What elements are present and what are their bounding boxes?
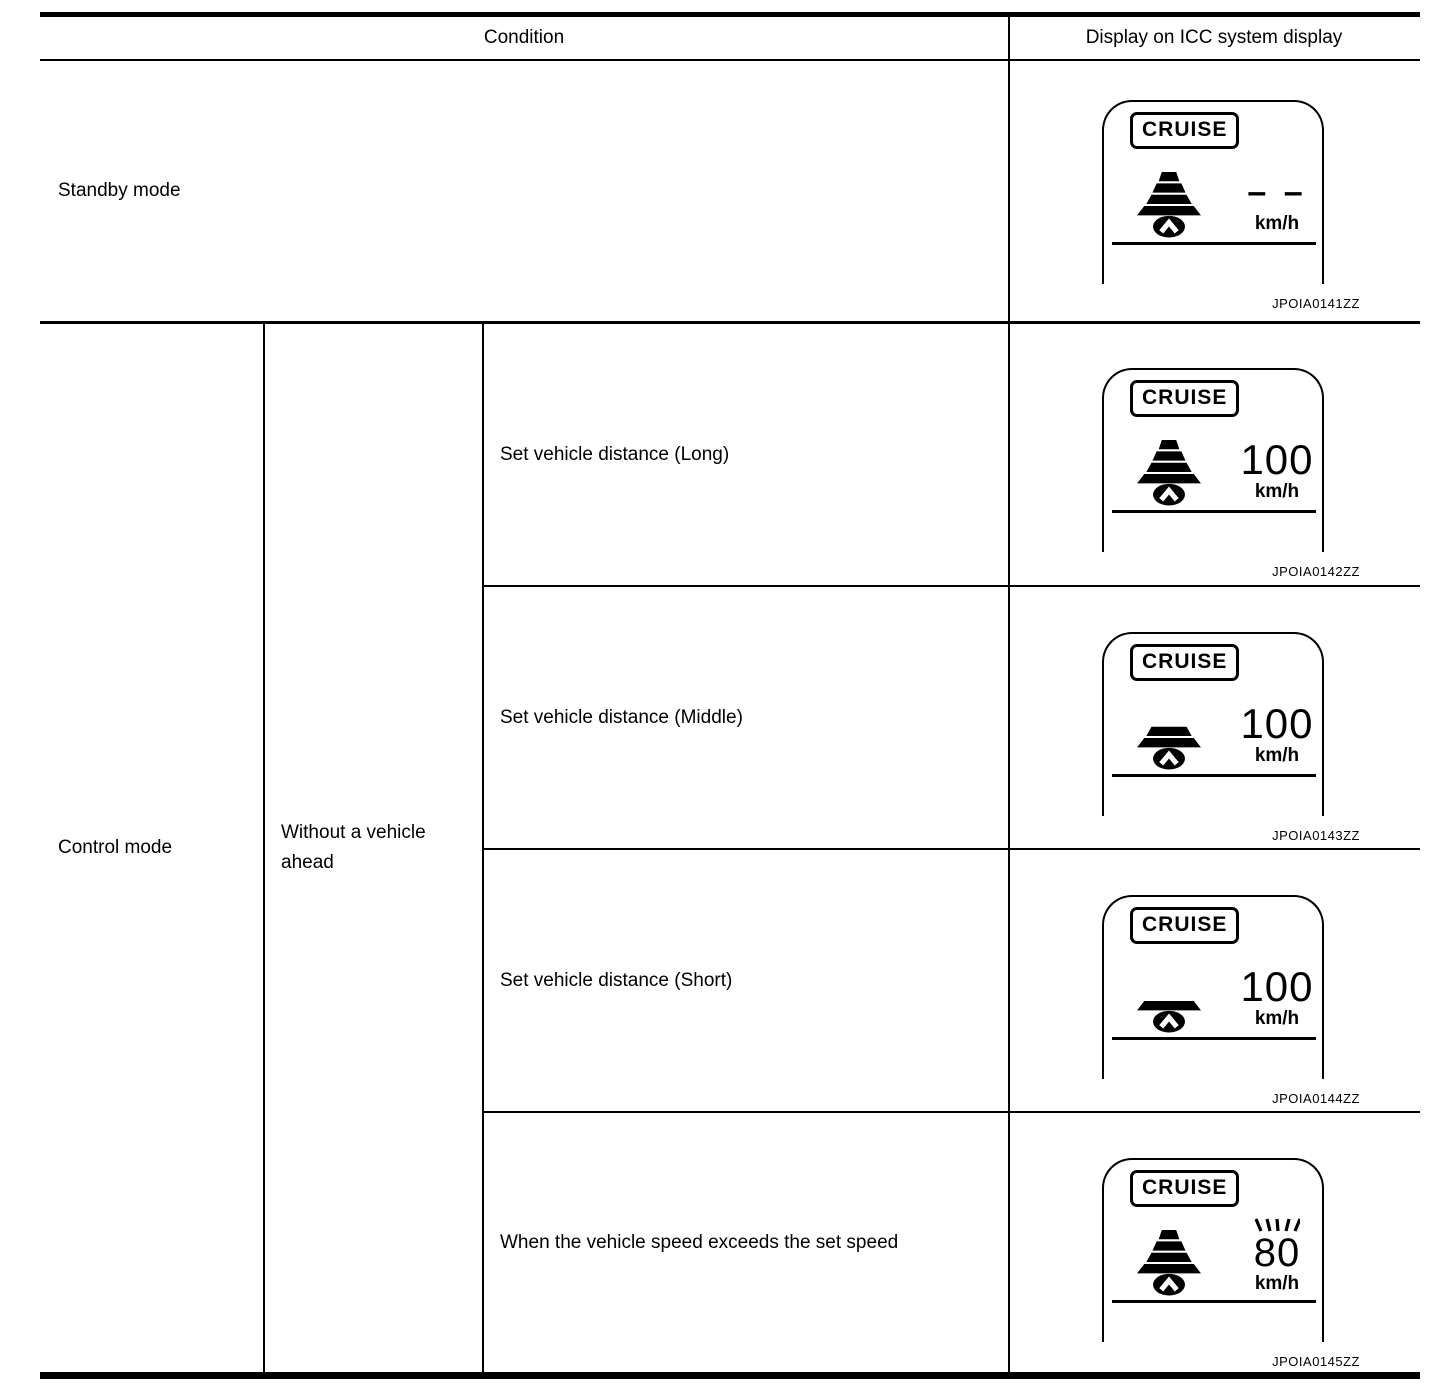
row-divider-standby-control — [40, 321, 1420, 324]
cruise-indicator: CRUISE — [1130, 380, 1240, 417]
figure-code: JPOIA0145ZZ — [1272, 1354, 1360, 1369]
set-speed-value: 100 — [1240, 700, 1314, 747]
icc-display-distance-middle: CRUISE 100 km/h JPOIA0143ZZ — [1102, 632, 1360, 843]
column-header-display-label: Display on ICC system display — [1085, 26, 1343, 48]
icc-display-standby: CRUISE – – km/h JPOIA0141ZZ — [1102, 100, 1360, 311]
column-header-display: Display on ICC system display — [1008, 16, 1420, 59]
column-divider-mode-sub — [263, 321, 265, 1374]
table-border-bottom — [40, 1372, 1420, 1379]
icc-display-distance-short: CRUISE 100 km/h JPOIA0144ZZ — [1102, 895, 1360, 1106]
condition-speed-exceeds-set-speed: When the vehicle speed exceeds the set s… — [500, 1231, 899, 1253]
cruise-indicator: CRUISE — [1130, 112, 1240, 149]
set-speed-value: – – — [1247, 173, 1307, 211]
set-speed-readout: 100 km/h — [1230, 436, 1324, 503]
display-baseline — [1112, 510, 1316, 513]
cruise-indicator: CRUISE — [1130, 1170, 1240, 1207]
vehicle-distance-icon — [1137, 1001, 1201, 1033]
vehicle-distance-icon — [1137, 1230, 1201, 1296]
row-label-without-vehicle-ahead: Without a vehicle ahead — [281, 822, 426, 873]
figure-code: JPOIA0142ZZ — [1272, 564, 1360, 579]
speed-unit-label: km/h — [1254, 745, 1300, 766]
cruise-indicator: CRUISE — [1130, 644, 1240, 681]
set-speed-value: 100 — [1240, 963, 1314, 1010]
display-baseline — [1112, 242, 1316, 245]
condition-set-distance-long: Set vehicle distance (Long) — [500, 443, 730, 465]
speed-unit-label: km/h — [1254, 481, 1300, 502]
display-baseline — [1112, 774, 1316, 777]
display-baseline — [1112, 1300, 1316, 1303]
column-header-condition: Condition — [40, 16, 1008, 59]
icc-display-frame: CRUISE 80 — [1102, 1158, 1324, 1342]
set-speed-readout: 100 km/h — [1230, 963, 1324, 1030]
row-divider-short-exceed — [482, 1111, 1420, 1113]
vehicle-distance-icon — [1137, 440, 1201, 506]
row-divider-middle-short — [482, 848, 1420, 850]
column-header-condition-label: Condition — [483, 26, 565, 48]
speed-unit-label: km/h — [1254, 213, 1300, 234]
row-label-control-mode: Control mode — [58, 837, 173, 858]
icc-display-frame: CRUISE 100 km/h — [1102, 895, 1324, 1079]
column-divider-condition-display — [1008, 12, 1010, 1379]
column-divider-sub-condition — [482, 321, 484, 1374]
speed-unit-label: km/h — [1254, 1008, 1300, 1029]
display-baseline — [1112, 1037, 1316, 1040]
figure-code: JPOIA0143ZZ — [1272, 828, 1360, 843]
icc-display-frame: CRUISE – – km/h — [1102, 100, 1324, 284]
cruise-indicator: CRUISE — [1130, 907, 1240, 944]
set-speed-value: 100 — [1240, 436, 1314, 483]
row-divider-long-middle — [482, 585, 1420, 587]
vehicle-distance-icon — [1137, 172, 1201, 238]
icc-display-speed-exceeded: CRUISE 80 — [1102, 1158, 1360, 1369]
icc-display-distance-long: CRUISE 100 km/h JPOIA0142ZZ — [1102, 368, 1360, 579]
condition-set-distance-short: Set vehicle distance (Short) — [500, 969, 733, 991]
set-speed-readout: 100 km/h — [1230, 700, 1324, 767]
table-border-top — [40, 12, 1420, 17]
vehicle-distance-icon — [1137, 726, 1201, 770]
set-speed-readout: 80 km/h — [1230, 1218, 1324, 1295]
row-label-standby-mode: Standby mode — [58, 180, 181, 201]
icc-display-frame: CRUISE 100 km/h — [1102, 632, 1324, 816]
header-divider — [40, 59, 1420, 61]
speed-unit-label: km/h — [1254, 1273, 1300, 1294]
set-speed-readout: – – km/h — [1230, 172, 1324, 235]
condition-set-distance-middle: Set vehicle distance (Middle) — [500, 706, 743, 728]
blinking-marks-icon — [1254, 1218, 1300, 1232]
set-speed-value: 80 — [1253, 1231, 1301, 1275]
figure-code: JPOIA0141ZZ — [1272, 296, 1360, 311]
figure-code: JPOIA0144ZZ — [1272, 1091, 1360, 1106]
icc-display-frame: CRUISE 100 km/h — [1102, 368, 1324, 552]
